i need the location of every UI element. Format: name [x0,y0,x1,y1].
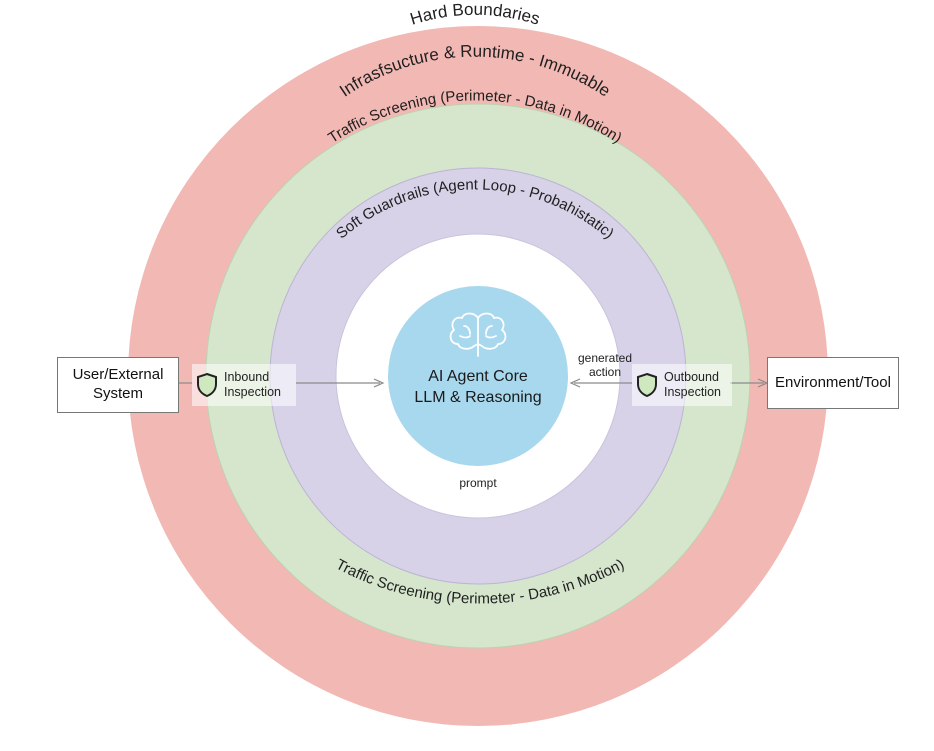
brain-icon [449,312,507,357]
ai-core-title: AI Agent Core [428,368,528,385]
hard-boundaries-title: Hard Boundaries [408,0,542,29]
shield-icon [196,372,218,398]
outbound-inspection: Outbound Inspection [632,364,732,406]
prompt-label: prompt [459,476,497,490]
outbound-inspection-label: Outbound Inspection [664,370,721,399]
user-external-system-label: User/External System [72,366,164,402]
inbound-inspection: Inbound Inspection [192,364,296,406]
outbound-arrow-head [569,378,581,388]
inbound-inspection-label: Inbound Inspection [224,370,281,399]
ai-core-circle [388,286,568,466]
shield-icon [636,372,658,398]
environment-tool-label: Environment/Tool [775,373,891,391]
generated-action-label: generated action [577,351,633,380]
inbound-arrow-head [373,378,385,388]
user-external-system-box: User/External System [57,357,179,413]
ai-core-subtitle: LLM & Reasoning [414,389,542,406]
environment-tool-box: Environment/Tool [767,357,899,409]
